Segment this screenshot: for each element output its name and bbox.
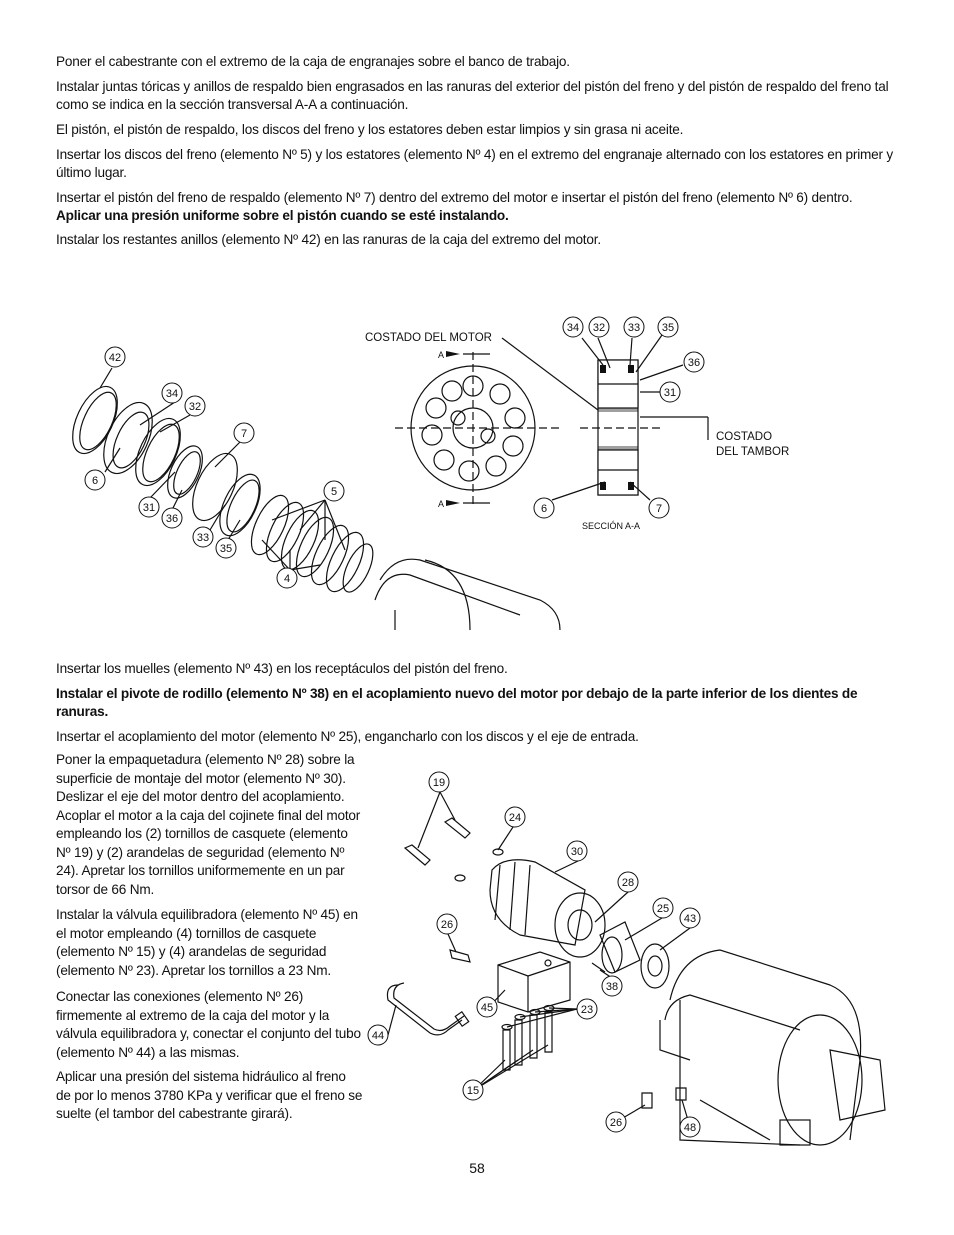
callout-26-top: 26 (436, 913, 458, 935)
callout-23: 23 (576, 998, 598, 1020)
paragraph-2: Instalar juntas tóricas y anillos de res… (56, 79, 889, 112)
callout-5: 5 (323, 480, 345, 502)
section-mark-bottom: A (438, 499, 444, 509)
drum-side-label-2: DEL TAMBOR (716, 446, 789, 458)
svg-text:26: 26 (441, 919, 453, 931)
paragraph-3: El pistón, el pistón de respaldo, los di… (56, 122, 684, 137)
callout-section-7: 7 (648, 497, 670, 519)
column-paragraph-3: Conectar las conexiones (elemento Nº 26)… (56, 989, 361, 1060)
svg-text:23: 23 (581, 1004, 593, 1016)
callout-34: 34 (161, 382, 183, 404)
svg-text:33: 33 (197, 532, 209, 544)
svg-text:28: 28 (622, 877, 634, 889)
callout-24: 24 (504, 806, 526, 828)
svg-text:33: 33 (628, 322, 640, 334)
paragraph-6: Instalar los restantes anillos (elemento… (56, 232, 601, 247)
callout-15: 15 (462, 1079, 484, 1101)
svg-text:32: 32 (189, 401, 201, 413)
callout-25: 25 (652, 897, 674, 919)
callout-31: 31 (138, 496, 160, 518)
callout-45: 45 (476, 996, 498, 1018)
svg-text:48: 48 (684, 1122, 696, 1134)
svg-text:6: 6 (92, 475, 98, 487)
svg-text:7: 7 (656, 503, 662, 515)
paragraph-5-bold: Aplicar una presión uniforme sobre el pi… (56, 208, 509, 223)
svg-text:44: 44 (372, 1030, 384, 1042)
svg-text:30: 30 (571, 846, 583, 858)
callout-33: 33 (192, 526, 214, 548)
callout-26-bottom: 26 (605, 1111, 627, 1133)
svg-text:36: 36 (688, 357, 700, 369)
callout-7: 7 (233, 422, 255, 444)
callout-6: 6 (84, 469, 106, 491)
page-number: 58 (469, 1160, 485, 1176)
motor-valve-exploded-diagram: 19 24 30 28 25 43 26 38 45 23 44 15 26 4… (367, 771, 886, 1146)
callout-section-35: 35 (657, 316, 679, 338)
callout-35: 35 (215, 537, 237, 559)
callout-44: 44 (367, 1024, 389, 1046)
svg-text:4: 4 (284, 573, 290, 585)
callout-section-33: 33 (623, 316, 645, 338)
svg-text:25: 25 (657, 903, 669, 915)
svg-text:38: 38 (606, 981, 618, 993)
callout-28: 28 (617, 871, 639, 893)
paragraph-1: Poner el cabestrante con el extremo de l… (56, 54, 570, 69)
callout-43: 43 (679, 907, 701, 929)
drum-side-label-1: COSTADO (716, 431, 772, 443)
svg-text:31: 31 (664, 387, 676, 399)
brake-exploded-diagram: COSTADO DEL MOTOR A A COSTADO DEL TAMBOR… (72, 316, 789, 631)
paragraph-springs: Insertar los muelles (elemento Nº 43) en… (56, 661, 508, 676)
paragraph-4: Insertar los discos del freno (elemento … (56, 147, 894, 180)
column-paragraph-2: Instalar la válvula equilibradora (eleme… (56, 907, 358, 978)
column-paragraph-1: Poner la empaquetadura (elemento Nº 28) … (56, 752, 361, 897)
section-mark-top: A (438, 350, 444, 360)
svg-text:31: 31 (143, 502, 155, 514)
paragraph-coupling: Insertar el acoplamiento del motor (elem… (56, 729, 639, 744)
svg-text:26: 26 (610, 1117, 622, 1129)
callout-section-32: 32 (588, 316, 610, 338)
motor-side-label: COSTADO DEL MOTOR (365, 332, 492, 344)
svg-text:7: 7 (241, 428, 247, 440)
svg-text:34: 34 (166, 388, 178, 400)
column-paragraph-4: Aplicar una presión del sistema hidráuli… (56, 1069, 363, 1121)
svg-text:6: 6 (541, 503, 547, 515)
callout-30: 30 (566, 840, 588, 862)
paragraph-5: Insertar el pistón del freno de respaldo… (56, 190, 853, 205)
svg-text:35: 35 (220, 543, 232, 555)
svg-text:35: 35 (662, 322, 674, 334)
callout-38: 38 (601, 975, 623, 997)
callout-36: 36 (161, 507, 183, 529)
callout-section-6: 6 (533, 497, 555, 519)
paragraph-roller-pivot: Instalar el pivote de rodillo (elemento … (56, 686, 858, 719)
svg-text:19: 19 (433, 777, 445, 789)
svg-text:24: 24 (509, 812, 521, 824)
svg-text:15: 15 (467, 1085, 479, 1097)
svg-text:43: 43 (684, 913, 696, 925)
svg-text:32: 32 (593, 322, 605, 334)
callout-48: 48 (679, 1116, 701, 1138)
callout-section-31: 31 (659, 381, 681, 403)
svg-text:34: 34 (567, 322, 579, 334)
callout-42: 42 (104, 346, 126, 368)
svg-text:5: 5 (331, 486, 337, 498)
svg-text:42: 42 (109, 352, 121, 364)
callout-32: 32 (184, 395, 206, 417)
callout-4: 4 (276, 567, 298, 589)
callout-19: 19 (428, 771, 450, 793)
section-aa-label: SECCIÓN A-A (582, 521, 640, 531)
svg-text:36: 36 (166, 513, 178, 525)
callout-section-34: 34 (562, 316, 584, 338)
svg-text:45: 45 (481, 1002, 493, 1014)
callout-section-36: 36 (683, 351, 705, 373)
